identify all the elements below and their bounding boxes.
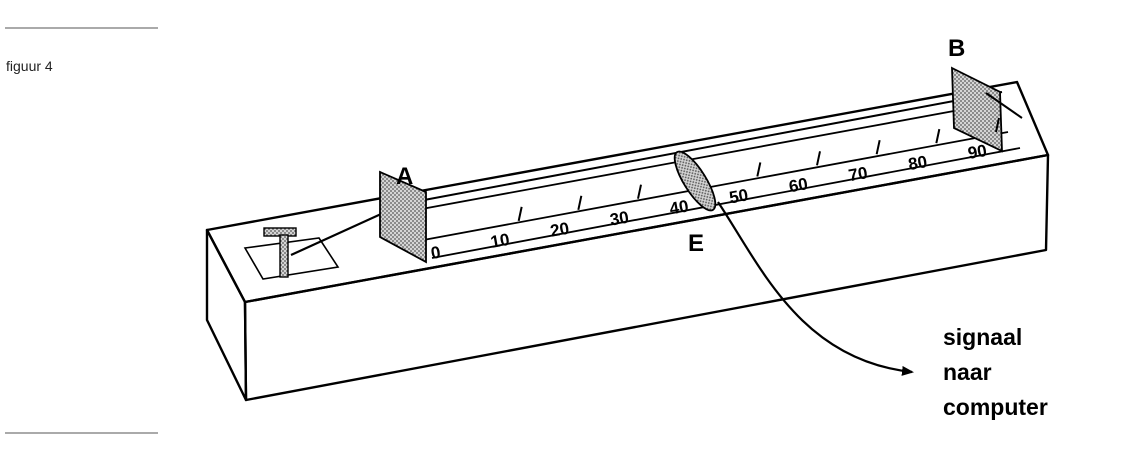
scale-tick-30 bbox=[637, 184, 642, 199]
plate-b-shape bbox=[951, 66, 1003, 153]
launcher bbox=[243, 207, 393, 280]
scale-tick-70 bbox=[875, 140, 881, 155]
scale-label-70: 70 bbox=[847, 163, 869, 185]
rail-front-face bbox=[205, 228, 248, 402]
scale-tick-20 bbox=[577, 195, 583, 210]
signal-line-2: naar bbox=[943, 359, 992, 385]
scale-label-30: 30 bbox=[608, 208, 630, 230]
label-a: A bbox=[396, 163, 413, 190]
signal-line-1: signaal bbox=[943, 324, 1022, 350]
plate-a bbox=[379, 170, 427, 264]
launcher-post bbox=[279, 234, 289, 278]
scale-label-10: 10 bbox=[489, 230, 511, 252]
scale-label-20: 20 bbox=[549, 219, 571, 241]
scale-label-50: 50 bbox=[728, 185, 750, 207]
track-back-edge bbox=[391, 91, 1003, 207]
launcher-string bbox=[290, 207, 393, 257]
rail-side-face bbox=[243, 153, 1050, 402]
rail-top-face bbox=[205, 80, 1050, 304]
plate-b bbox=[951, 66, 1023, 153]
scale-tick-80 bbox=[935, 128, 941, 144]
scale-label-0: 0 bbox=[429, 243, 442, 263]
rail-box bbox=[205, 80, 1050, 402]
label-b: B bbox=[948, 35, 965, 62]
label-e: E bbox=[688, 230, 704, 257]
scale-tick-10 bbox=[517, 206, 523, 222]
track-scale-edge bbox=[417, 131, 1009, 242]
track-front-edge bbox=[431, 147, 1021, 259]
scale-tick-90 bbox=[995, 117, 1000, 133]
detector-e bbox=[673, 150, 717, 212]
launcher-slot bbox=[243, 237, 340, 280]
signal-line-3: computer bbox=[943, 394, 1048, 420]
scale-label-60: 60 bbox=[787, 174, 809, 196]
plate-a-shape bbox=[379, 170, 427, 264]
scale-label-80: 80 bbox=[907, 152, 929, 174]
signal-cable bbox=[717, 201, 914, 376]
scale: 0 10 20 30 40 50 60 70 80 90 bbox=[429, 117, 1000, 263]
scale-tick-60 bbox=[816, 151, 821, 166]
scale-label-90: 90 bbox=[966, 141, 988, 163]
scale-label-40: 40 bbox=[668, 196, 690, 218]
track-back-edge-2 bbox=[399, 103, 993, 214]
plate-b-string bbox=[985, 92, 1023, 119]
scale-tick-50 bbox=[756, 162, 762, 177]
figure-caption: figuur 4 bbox=[6, 58, 53, 74]
